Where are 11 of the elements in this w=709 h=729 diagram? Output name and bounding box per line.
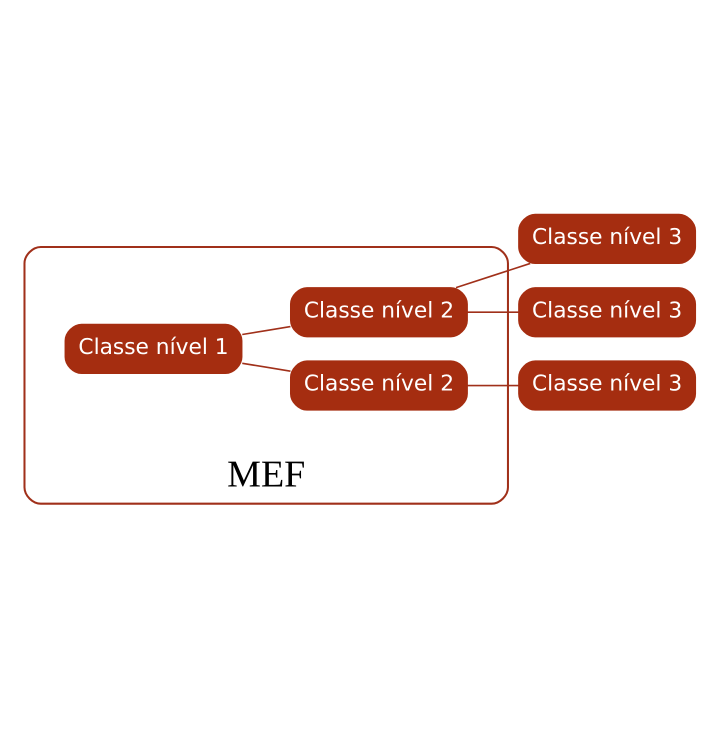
node-box: Classe nível 1 [64,324,242,374]
connector [467,311,519,314]
node-box: Classe nível 3 [518,360,696,411]
connector [242,326,291,336]
node-box: Classe nível 3 [518,214,696,264]
connector [467,384,519,386]
node-box: Classe nível 2 [290,360,468,411]
node-box: Classe nível 3 [518,287,696,338]
node-box: Classe nível 2 [290,287,468,338]
connector [242,362,291,372]
connector [456,262,530,288]
